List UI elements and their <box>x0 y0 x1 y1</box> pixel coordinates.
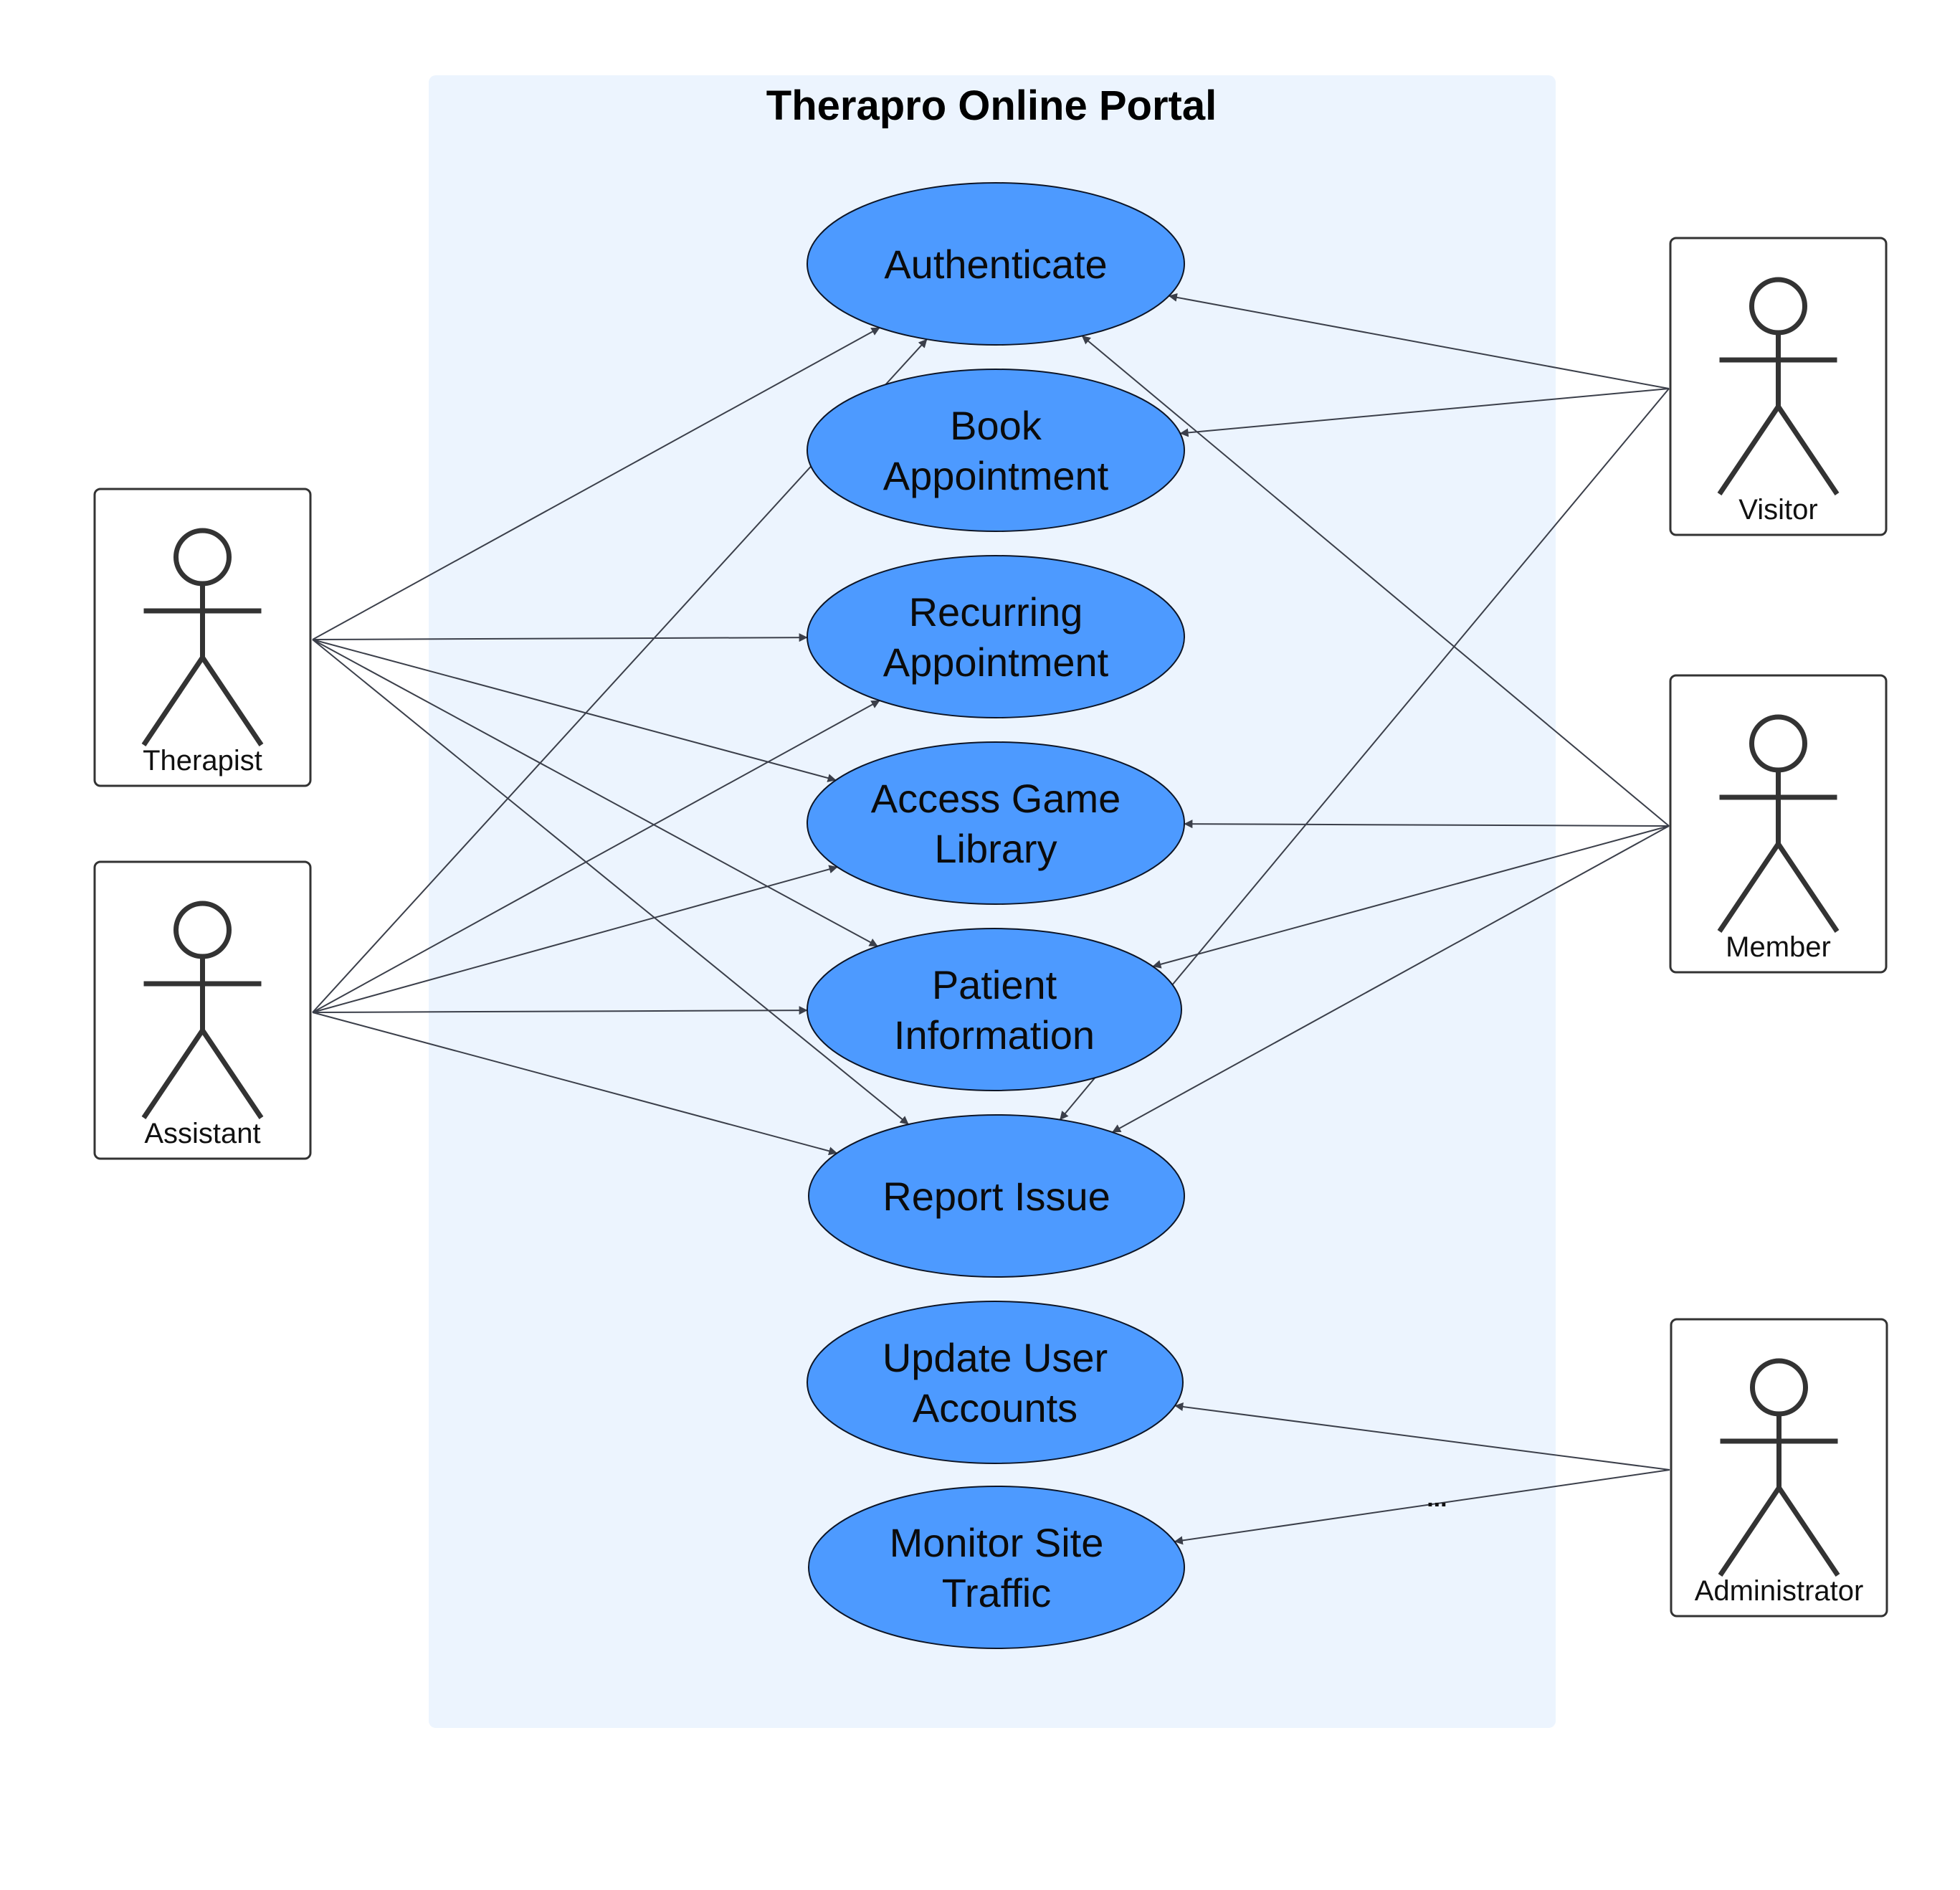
association-therapist-to-recurring-appointment[interactable] <box>312 633 808 642</box>
association-visitor-to-book-appointment[interactable] <box>1179 388 1670 437</box>
association-member-to-patient-information[interactable] <box>1152 825 1670 969</box>
use-case-ellipse[interactable] <box>807 1301 1184 1464</box>
actor-label: Administrator <box>1695 1575 1864 1607</box>
stick-figure-icon <box>1717 277 1840 495</box>
use-case-ellipse[interactable] <box>807 741 1185 905</box>
association-visitor-to-authenticate[interactable] <box>1168 293 1670 389</box>
association-assistant-to-report-issue[interactable] <box>312 1012 838 1156</box>
use-case-label: Patient <box>932 962 1057 1007</box>
use-case-ellipse[interactable] <box>807 369 1185 532</box>
use-case-authenticate[interactable]: Authenticate <box>807 182 1185 346</box>
actor-member[interactable]: Member <box>1669 674 1888 974</box>
association-label: ... <box>1427 1485 1447 1512</box>
use-case-ellipse[interactable] <box>807 182 1185 346</box>
association-assistant-to-access-game-library[interactable] <box>312 865 838 1013</box>
use-case-label: Report Issue <box>883 1174 1110 1219</box>
association-therapist-to-authenticate[interactable] <box>312 327 880 640</box>
actor-visitor[interactable]: Visitor <box>1669 237 1888 536</box>
use-case-label: Appointment <box>883 640 1109 685</box>
association-therapist-to-report-issue[interactable] <box>312 639 909 1125</box>
association-administrator-to-update-user-accounts[interactable] <box>1174 1402 1670 1471</box>
association-assistant-to-recurring-appointment[interactable] <box>312 700 880 1013</box>
actor-assistant[interactable]: Assistant <box>93 860 312 1160</box>
stick-figure-icon <box>1718 1358 1840 1577</box>
actor-administrator[interactable]: Administrator <box>1670 1318 1888 1618</box>
use-case-label: Authenticate <box>884 242 1107 287</box>
stick-figure-icon <box>141 901 264 1119</box>
association-member-to-report-issue[interactable] <box>1112 825 1670 1133</box>
use-case-report-issue[interactable]: Report Issue <box>808 1114 1185 1278</box>
actor-label: Member <box>1726 931 1831 963</box>
use-case-label: Appointment <box>883 453 1109 498</box>
use-case-label: Information <box>894 1012 1095 1058</box>
use-case-label: Library <box>934 826 1057 871</box>
association-therapist-to-access-game-library[interactable] <box>312 639 837 782</box>
actor-label: Assistant <box>144 1118 260 1149</box>
use-case-ellipse[interactable] <box>807 928 1182 1091</box>
use-case-label: Update User <box>883 1335 1108 1380</box>
stick-figure-icon <box>141 528 264 746</box>
actor-therapist[interactable]: Therapist <box>93 488 312 787</box>
system-title: Therapro Online Portal <box>766 82 1217 129</box>
use-case-ellipse[interactable] <box>808 1114 1185 1278</box>
use-case-label: Access Game <box>871 776 1121 821</box>
actor-label: Visitor <box>1738 494 1817 526</box>
association-member-to-authenticate[interactable] <box>1081 335 1670 827</box>
use-case-label: Book <box>950 403 1042 448</box>
use-case-ellipse[interactable] <box>808 1486 1185 1649</box>
association-member-to-access-game-library[interactable] <box>1184 820 1670 829</box>
association-assistant-to-patient-information[interactable] <box>312 1006 808 1015</box>
association-administrator-to-monitor-site-traffic[interactable] <box>1174 1469 1670 1545</box>
use-case-label: Traffic <box>942 1570 1051 1615</box>
use-case-layer: AuthenticateBookAppointmentRecurringAppo… <box>807 182 1185 1649</box>
actor-label: Therapist <box>143 745 262 777</box>
use-case-label: Accounts <box>913 1385 1077 1430</box>
association-therapist-to-patient-information[interactable] <box>312 639 878 947</box>
use-case-label: Recurring <box>909 589 1083 635</box>
use-case-label: Monitor Site <box>890 1520 1104 1565</box>
stick-figure-icon <box>1717 714 1840 933</box>
association-layer: ... <box>312 293 1670 1545</box>
use-case-ellipse[interactable] <box>807 555 1185 718</box>
